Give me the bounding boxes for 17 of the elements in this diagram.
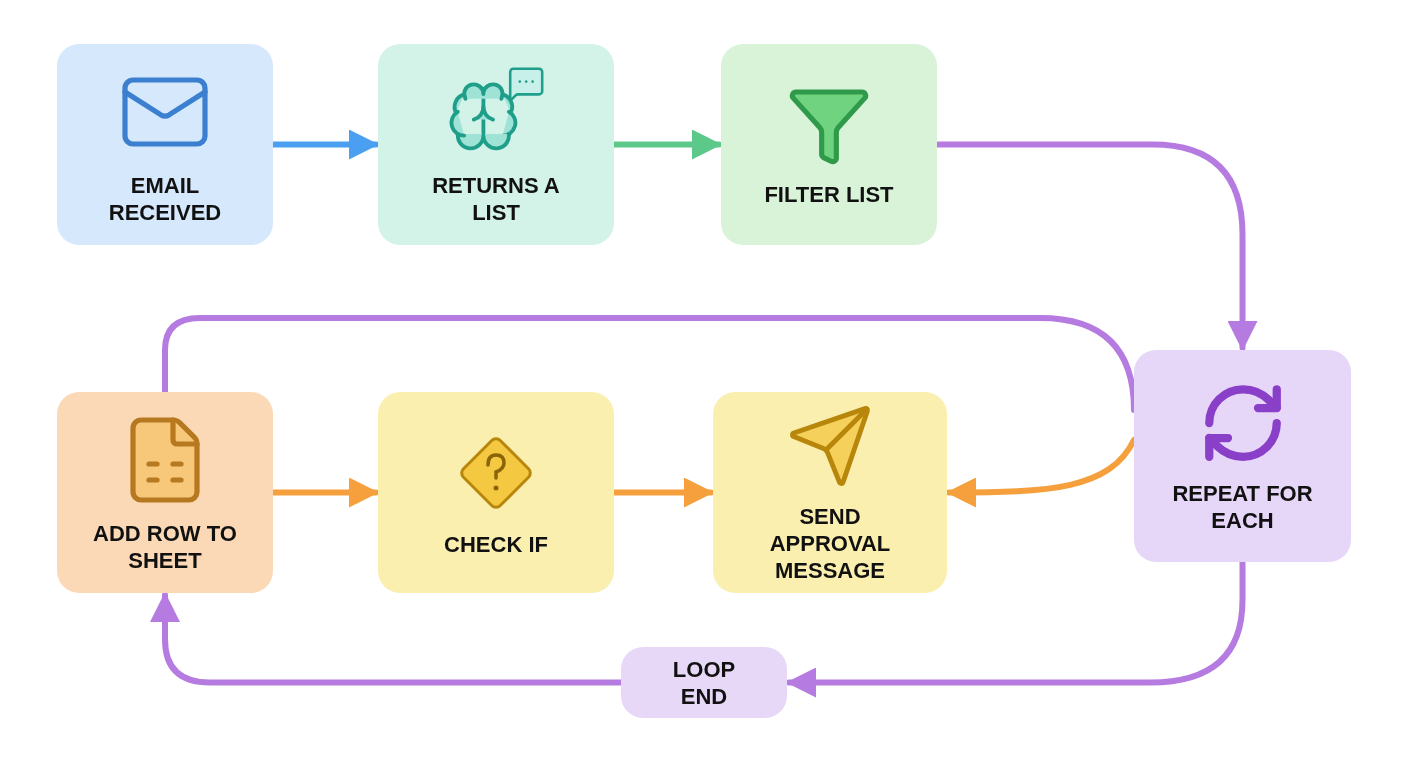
process-box — [721, 44, 937, 245]
process-box — [713, 392, 947, 593]
step-label: LOOP END — [671, 655, 737, 710]
step-label: FILTER LIST — [763, 181, 895, 208]
step-label: EMAIL RECEIVED — [107, 171, 223, 226]
process-box — [57, 392, 273, 593]
step-label: ADD ROW TO SHEET — [92, 519, 238, 574]
process-box — [1134, 350, 1351, 562]
step-label: REPEAT FOR EACH — [1171, 480, 1314, 534]
step-label: RETURNS A LIST — [431, 171, 561, 226]
process-box — [57, 44, 273, 245]
process-box — [378, 44, 614, 245]
process-box — [378, 392, 614, 593]
step-label: SEND APPROVAL MESSAGE — [768, 503, 892, 584]
step-label: CHECK IF — [443, 531, 549, 558]
process-box — [621, 647, 787, 718]
arrow — [786, 559, 1246, 698]
